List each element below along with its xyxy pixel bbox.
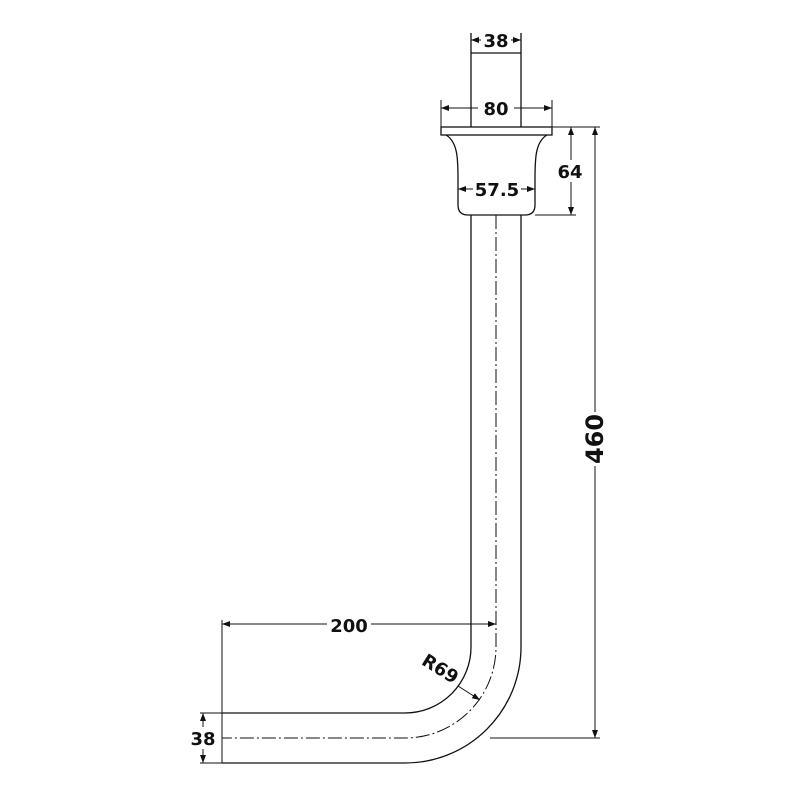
top-stem <box>470 33 522 127</box>
dimension-lines <box>200 37 600 764</box>
collar <box>440 126 553 216</box>
dim-collar-base-width: 57.5 <box>475 180 519 201</box>
dim-flange-width: 80 <box>483 99 508 120</box>
dim-overall-height: 460 <box>581 414 609 464</box>
dim-horizontal-length: 200 <box>330 616 368 637</box>
dim-top-pipe-diameter: 38 <box>483 31 508 52</box>
dim-bend-radius: R69 <box>418 650 462 688</box>
pipe <box>222 215 522 764</box>
dim-horizontal-pipe-diameter: 38 <box>190 729 215 750</box>
dim-collar-height: 64 <box>557 162 582 183</box>
